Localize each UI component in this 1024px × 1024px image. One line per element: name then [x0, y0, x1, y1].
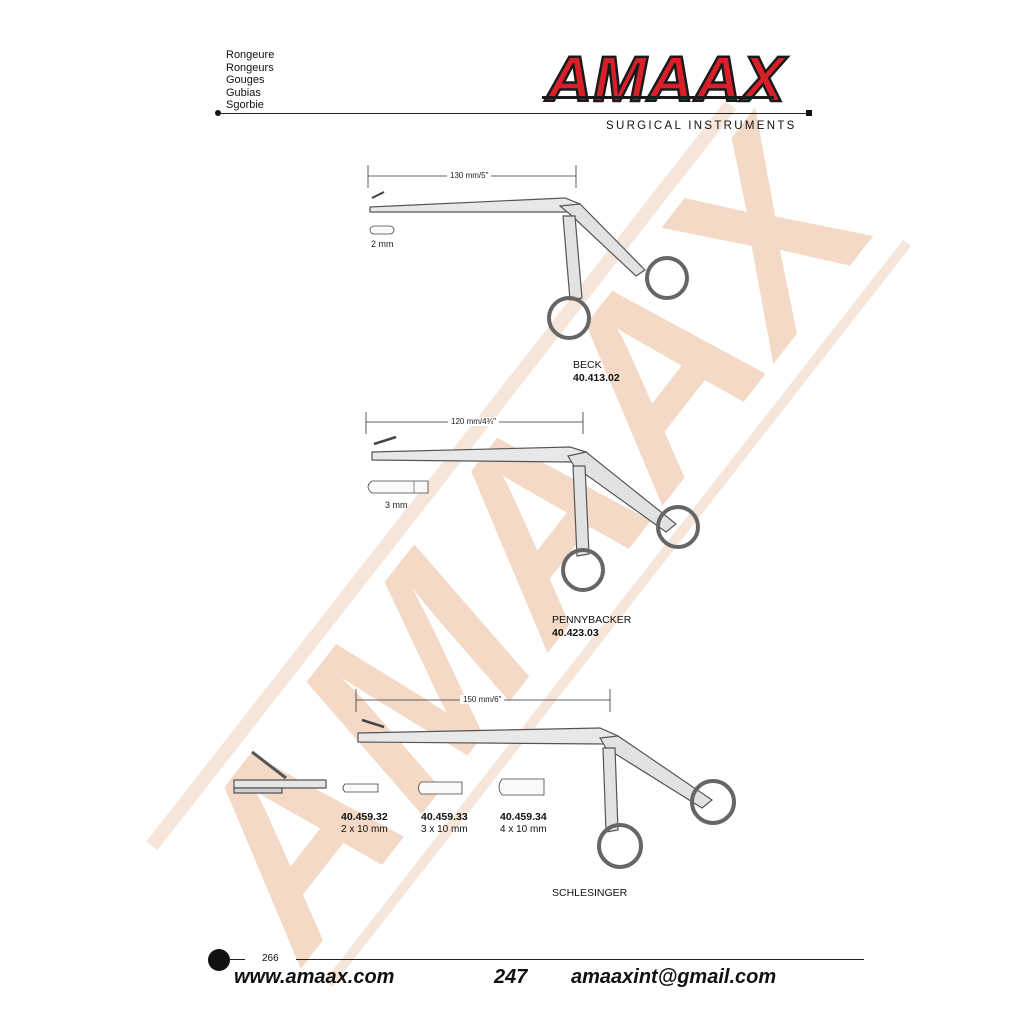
footer-website: www.amaax.com	[234, 966, 395, 988]
category-list: Rongeure Rongeurs Gouges Gubias Sgorbie	[226, 49, 274, 112]
brand-wordmark: AMAAX	[544, 43, 788, 115]
footer-catalog-page: 247	[494, 966, 528, 988]
pennybacker-length-label: 120 mm/4¾"	[448, 417, 500, 426]
beck-tip-size: 2 mm	[371, 239, 394, 249]
footer-email: amaaxint@gmail.com	[571, 966, 777, 988]
schlesinger-variant-code: 40.459.33	[421, 811, 468, 823]
schlesinger-variant-code: 40.459.32	[341, 811, 388, 823]
tip-profile-3x10	[418, 781, 463, 795]
brand-underline	[542, 96, 774, 99]
tip-profile-4x10	[498, 778, 545, 796]
schlesinger-variant-code: 40.459.34	[500, 811, 547, 823]
pennybacker-tip-size: 3 mm	[385, 500, 408, 510]
category-item: Sgorbie	[226, 99, 264, 111]
category-item: Rongeure	[226, 49, 275, 61]
header-rule	[218, 113, 810, 114]
category-item: Rongeurs	[226, 61, 274, 74]
pennybacker-code: 40.423.03	[552, 627, 599, 639]
schlesinger-variant-size: 3 x 10 mm	[421, 824, 468, 835]
beck-rongeur-drawing	[367, 165, 689, 340]
schlesinger-tip-closeup	[233, 750, 327, 794]
pennybacker-rongeur-drawing	[365, 412, 700, 592]
schlesinger-variant-size: 2 x 10 mm	[341, 824, 388, 835]
header-rule-end-square	[806, 110, 812, 116]
beck-name: BECK	[573, 359, 602, 371]
page-number-bullet	[208, 949, 230, 971]
category-item: Gubias	[226, 86, 261, 99]
page-number: 266	[262, 953, 279, 964]
beck-code: 40.413.02	[573, 372, 620, 384]
category-item: Gouges	[226, 74, 265, 86]
pennybacker-name: PENNYBACKER	[552, 614, 632, 626]
schlesinger-rongeur-drawing	[233, 689, 736, 869]
beck-length-label: 130 mm/5"	[447, 171, 492, 180]
brand-tagline: SURGICAL INSTRUMENTS	[606, 120, 797, 132]
schlesinger-variant-size: 4 x 10 mm	[500, 824, 547, 835]
tip-profile-2x10	[342, 783, 379, 793]
schlesinger-name: SCHLESINGER	[552, 887, 628, 899]
footer-rule-left	[229, 959, 245, 960]
schlesinger-length-label: 150 mm/6"	[460, 695, 505, 704]
footer-rule	[296, 959, 864, 960]
